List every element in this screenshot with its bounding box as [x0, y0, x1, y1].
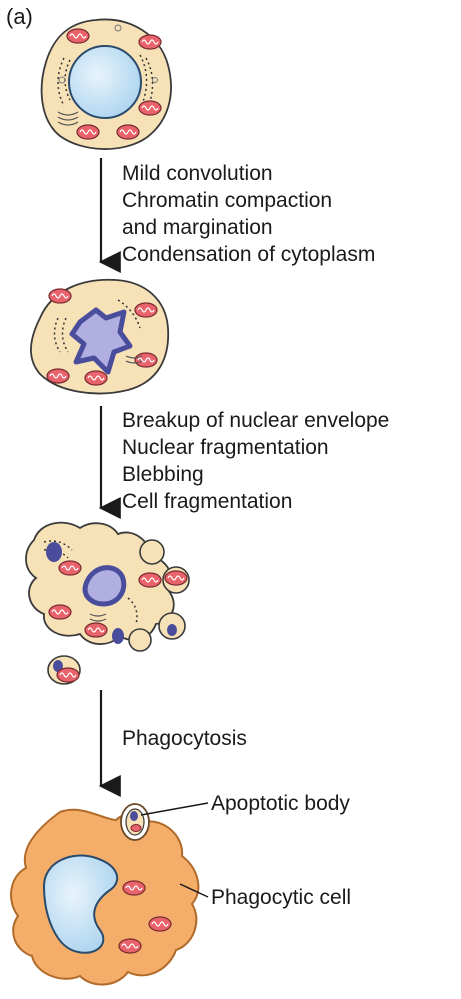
phagocytic-cell-artwork [10, 803, 200, 986]
stage1-label-4: Condensation of cytoplasm [122, 243, 376, 266]
stage2-label-1: Breakup of nuclear envelope [122, 409, 390, 432]
stage2-label-2: Nuclear fragmentation [122, 436, 329, 459]
phagocytic-cell-label: Phagocytic cell [211, 886, 352, 909]
stage1-label-1: Mild convolution [122, 162, 273, 185]
stage1-label-2: Chromatin compaction [122, 189, 333, 212]
condensed-cell [30, 278, 170, 395]
normal-cell [40, 18, 172, 150]
panel-label: (a) [6, 4, 33, 29]
stage2-label-3: Blebbing [122, 463, 204, 486]
stage2-label-4: Cell fragmentation [122, 490, 293, 513]
apoptotic-body-leader [140, 802, 209, 816]
fragmenting-cell [25, 521, 190, 685]
stage3-label-1: Phagocytosis [122, 727, 247, 750]
stage1-label-3: and margination [122, 216, 273, 239]
apoptotic-body-label: Apoptotic body [211, 792, 350, 815]
phagocytic-cell-leader [179, 883, 209, 898]
